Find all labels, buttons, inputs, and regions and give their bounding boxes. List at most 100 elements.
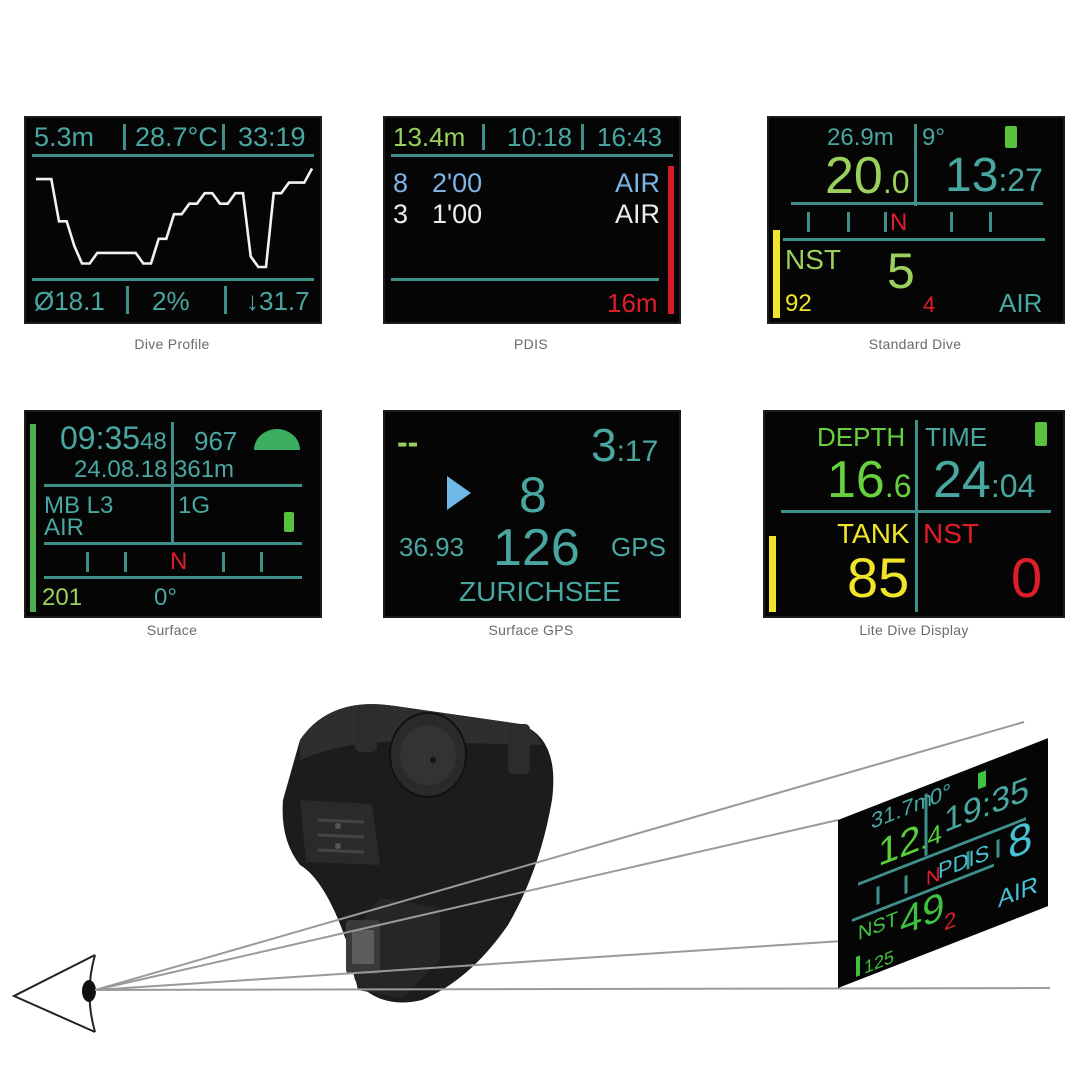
- ascent-bar: [668, 166, 674, 314]
- divider: [126, 286, 129, 314]
- divider: [915, 420, 918, 510]
- dive-time: 10:18: [507, 122, 573, 152]
- surface-time: 09:3548: [60, 422, 167, 454]
- max-depth: 26.9m: [827, 124, 894, 151]
- divider: [44, 542, 302, 545]
- tank-bar: [769, 522, 776, 612]
- battery-icon: [284, 512, 294, 532]
- divider: [581, 124, 584, 150]
- time-seconds: :27: [998, 162, 1043, 198]
- compass-tick: [260, 552, 263, 572]
- stop-gas-1: AIR: [615, 168, 661, 198]
- depth-decimal: .0: [882, 164, 910, 200]
- battery-icon: [1035, 422, 1047, 446]
- surface-caption: Surface: [146, 622, 198, 638]
- divider: [791, 202, 1043, 205]
- time-hh-mm: 09:35: [60, 420, 141, 456]
- compass-tick: [847, 212, 850, 232]
- tank-label: TANK: [837, 518, 910, 549]
- center-value: 126: [493, 519, 580, 577]
- depth-value: 20.0: [825, 150, 910, 202]
- compass-tick: [884, 212, 887, 232]
- tank-bar-fill: [769, 535, 776, 612]
- divider: [171, 422, 174, 484]
- location-name: ZURICHSEE: [459, 576, 621, 607]
- dome-icon: [254, 429, 300, 450]
- divider: [32, 154, 314, 157]
- divider: [224, 286, 227, 314]
- tank-value: 85: [847, 546, 910, 609]
- red-value: 4: [923, 292, 936, 317]
- divider: [171, 486, 174, 542]
- direction-arrow-icon: [447, 476, 471, 510]
- depth-integer: 16: [827, 451, 885, 509]
- dive-number: 8: [519, 467, 547, 523]
- hud-device-image: [282, 704, 554, 1003]
- nst-label: NST: [785, 244, 841, 275]
- divider: [915, 512, 918, 612]
- temperature: 28.7°C: [135, 122, 218, 152]
- air-pressure: 967: [194, 426, 238, 456]
- gas-level: 1G: [178, 492, 211, 519]
- average-depth: Ø18.1: [34, 286, 105, 316]
- dive-profile-caption: Dive Profile: [134, 336, 210, 352]
- depth-label: DEPTH: [817, 422, 906, 452]
- depth-decimal: .4: [920, 818, 942, 855]
- pdis-screen: 13.4m 10:18 16:43 8 2'00 AIR 3 1'00 AIR …: [383, 116, 681, 324]
- current-depth: 5.3m: [34, 122, 95, 152]
- surface-screen: 09:3548 24.08.18 967 361m MB L3 AIR 1G N…: [24, 410, 322, 618]
- clock: 16:43: [597, 122, 663, 152]
- stop-depth-1: 8: [393, 168, 409, 198]
- projection-lines: [94, 721, 1051, 991]
- stop-depth-2: 3: [393, 199, 409, 229]
- surface-time: 3:17: [591, 422, 658, 468]
- projected-display: 31.7m 0° 12.4 19:35 N PDIS 8 NST 49 2 AI…: [838, 738, 1048, 988]
- time-label: TIME: [925, 422, 988, 452]
- compass-tick: [86, 552, 89, 572]
- divider: [44, 484, 302, 487]
- battery-icon: [1005, 126, 1017, 148]
- time-minutes: 13: [945, 149, 999, 202]
- gas-label: AIR: [999, 288, 1043, 318]
- left-value: 36.93: [399, 532, 465, 562]
- lite-dive-caption: Lite Dive Display: [859, 622, 969, 638]
- divider: [222, 124, 225, 150]
- projected-heading: 0°: [930, 778, 951, 811]
- compass-tick: [807, 212, 810, 232]
- depth-value: 16.6: [827, 454, 912, 506]
- lite-dive-screen: DEPTH TIME 16.6 24:04 TANK 85 NST 0: [763, 410, 1065, 618]
- projected-compass-north: N: [926, 863, 940, 891]
- current-depth: 13.4m: [393, 122, 466, 152]
- time-minutes: 3: [591, 419, 617, 471]
- battery-icon: [978, 770, 986, 790]
- tank-bar: [773, 222, 780, 318]
- stop-duration-1: 2'00: [432, 168, 483, 198]
- dive-time: 24:04: [933, 454, 1035, 506]
- standard-dive-caption: Standard Dive: [868, 336, 962, 352]
- projected-red-value: 2: [944, 906, 956, 936]
- compass-north: N: [890, 209, 908, 236]
- compass-north: N: [170, 548, 188, 575]
- altitude: 361m: [174, 456, 235, 483]
- battery-level-bar: [30, 424, 36, 612]
- divider: [783, 238, 1045, 241]
- dashes: --: [397, 424, 419, 460]
- divider: [781, 510, 1051, 513]
- gas-label: AIR: [44, 514, 85, 541]
- divider: [391, 278, 659, 281]
- nst-label: NST: [923, 518, 979, 549]
- divider: [391, 154, 673, 157]
- pdis-caption: PDIS: [514, 336, 548, 352]
- depth-decimal: .6: [884, 468, 912, 504]
- surface-gps-caption: Surface GPS: [488, 622, 574, 638]
- compass-tick: [222, 552, 225, 572]
- gps-label: GPS: [611, 532, 666, 562]
- projected-pdis-value: 8: [1008, 811, 1032, 870]
- tank-pressure: 201: [42, 584, 83, 611]
- divider: [44, 576, 302, 579]
- nst-value: 0: [1011, 546, 1043, 609]
- heading: 0°: [154, 584, 177, 611]
- compass-tick: [950, 212, 953, 232]
- time-seconds: :04: [990, 468, 1036, 504]
